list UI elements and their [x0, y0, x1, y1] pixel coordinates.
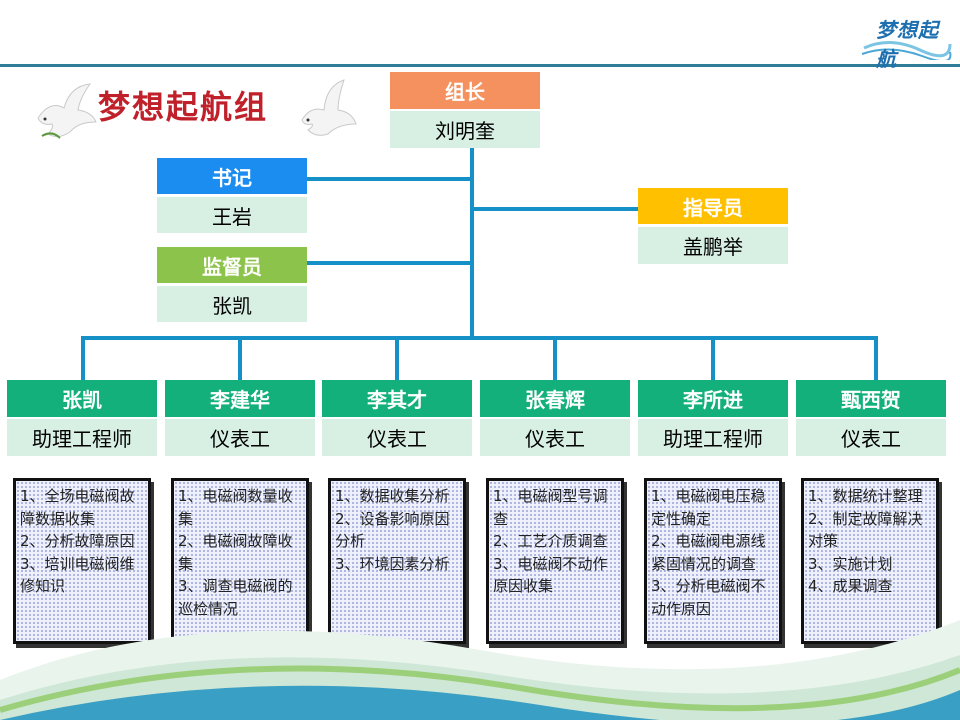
- leader-role: 组长: [390, 72, 540, 109]
- connector-member-2: [238, 336, 242, 382]
- page-title: 梦想起航组: [98, 88, 269, 126]
- member-name: 张凯: [7, 380, 157, 417]
- secretary-role: 书记: [157, 158, 307, 194]
- header-rule: [0, 64, 960, 67]
- member-title: 助理工程师: [7, 419, 157, 456]
- connector-member-4: [553, 336, 557, 382]
- member-title: 仪表工: [165, 419, 315, 456]
- task-item: 3、培训电磁阀维修知识: [20, 554, 135, 596]
- member-name: 李建华: [165, 380, 315, 417]
- supervisor-name: 张凯: [157, 286, 307, 322]
- connector-member-5: [711, 336, 715, 382]
- task-item: 1、电磁阀电压稳定性确定: [651, 487, 766, 528]
- task-item: 3、调查电磁阀的巡检情况: [178, 577, 293, 618]
- connector-trunk: [470, 146, 474, 338]
- task-item: 2、工艺介质调查: [493, 532, 608, 550]
- task-list: 1、电磁阀型号调查 2、工艺介质调查 3、电磁阀不动作原因收集: [486, 478, 624, 644]
- member-title: 仪表工: [796, 419, 946, 456]
- member-name: 甄西贺: [796, 380, 946, 417]
- wave-decoration: [0, 620, 960, 720]
- instructor-name: 盖鹏举: [638, 227, 788, 264]
- task-list: 1、全场电磁阀故障数据收集 2、分析故障原因 3、培训电磁阀维修知识: [13, 478, 151, 644]
- task-list: 1、数据统计整理 2、制定故障解决对策 3、实施计划 4、成果调查: [801, 478, 939, 644]
- task-item: 3、实施计划: [808, 554, 893, 573]
- task-item: 4、成果调查: [808, 577, 893, 595]
- connector-secretary: [305, 177, 472, 181]
- task-item: 1、电磁阀数量收集: [178, 487, 293, 528]
- task-item: 3、环境因素分析: [335, 554, 450, 573]
- logo-text: 梦想起航: [876, 18, 939, 71]
- task-item: 3、分析电磁阀不动作原因: [651, 577, 766, 618]
- supervisor-role: 监督员: [157, 247, 307, 283]
- member-title: 仪表工: [480, 419, 630, 456]
- connector-member-3: [395, 336, 399, 382]
- member-name: 李其才: [322, 380, 472, 417]
- task-item: 2、电磁阀故障收集: [178, 532, 293, 573]
- task-item: 2、电磁阀电源线紧固情况的调查: [651, 532, 766, 573]
- brand-logo: 梦想起航: [860, 8, 952, 71]
- connector-member-1: [81, 336, 85, 382]
- secretary-name: 王岩: [157, 197, 307, 233]
- task-item: 3、电磁阀不动作原因收集: [493, 554, 608, 596]
- task-item: 1、数据统计整理: [808, 487, 923, 505]
- connector-instructor: [472, 207, 640, 211]
- connector-member-6: [874, 336, 878, 382]
- dove-left-icon: [30, 78, 100, 148]
- task-list: 1、电磁阀电压稳定性确定 2、电磁阀电源线紧固情况的调查 3、分析电磁阀不动作原…: [644, 478, 782, 644]
- member-title: 仪表工: [322, 419, 472, 456]
- task-list: 1、电磁阀数量收集 2、电磁阀故障收集 3、调查电磁阀的巡检情况: [171, 478, 309, 644]
- task-list: 1、数据收集分析 2、设备影响原因分析 3、环境因素分析: [328, 478, 466, 644]
- dove-right-icon: [292, 76, 362, 146]
- member-name: 张春辉: [480, 380, 630, 417]
- task-item: 1、数据收集分析: [335, 487, 450, 505]
- task-item: 2、设备影响原因分析: [335, 509, 450, 551]
- task-item: 1、电磁阀型号调查: [493, 487, 608, 528]
- member-title: 助理工程师: [638, 419, 788, 456]
- task-item: 1、全场电磁阀故障数据收集: [20, 487, 135, 528]
- member-name: 李所进: [638, 380, 788, 417]
- task-item: 2、分析故障原因: [20, 532, 135, 550]
- instructor-role: 指导员: [638, 188, 788, 224]
- leader-name: 刘明奎: [390, 111, 540, 148]
- connector-members-bar: [81, 336, 878, 340]
- task-item: 2、制定故障解决对策: [808, 509, 923, 551]
- connector-supervisor: [305, 261, 472, 265]
